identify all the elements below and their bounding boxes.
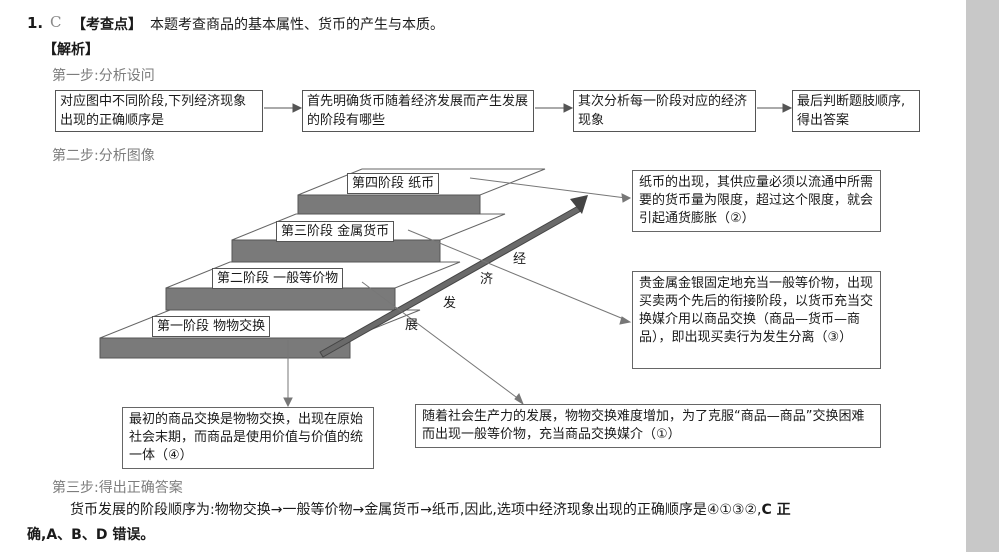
- arrow-char-ji: 济: [480, 272, 494, 287]
- keypoint-text: 本题考查商品的基本属性、货币的产生与本质。: [150, 17, 444, 33]
- arrow-char-jing: 经: [513, 252, 527, 267]
- conclusion-suffix: ,因此,选项中经济现象出现的正确顺序是④①③②,: [459, 502, 762, 518]
- vertical-scrollbar[interactable]: [966, 0, 999, 552]
- question-number: 1.: [27, 14, 44, 32]
- keypoint-label: 【考查点】: [72, 17, 142, 33]
- step3-title: 第三步:得出正确答案: [52, 480, 183, 496]
- seq-item-2: 一般等价物: [282, 502, 353, 518]
- economic-development-arrow: [319, 195, 588, 358]
- flow-arrows: [264, 103, 793, 113]
- stage-label-1: 第一阶段 物物交换: [152, 316, 271, 337]
- note-paper-currency: 纸币的出现，其供应量必须以流通中所需要的货币量为限度，超过这个限度，就会引起通货…: [632, 170, 881, 232]
- arrow-char-fa: 发: [443, 296, 457, 311]
- conclusion-bold-1: C 正: [761, 502, 791, 518]
- seq-item-4: 纸币: [431, 502, 460, 518]
- seq-arrow-1: →: [270, 502, 283, 518]
- seq-item-1: 物物交换: [214, 502, 271, 518]
- stage-label-2: 第二阶段 一般等价物: [212, 268, 344, 289]
- flow-box-1: 对应图中不同阶段,下列经济现象出现的正确顺序是: [55, 90, 263, 132]
- step2-title: 第二步:分析图像: [52, 148, 155, 164]
- note-general-equivalent: 随着社会生产力的发展，物物交换难度增加，为了克服“商品—商品”交换困难而出现一般…: [415, 404, 881, 448]
- note-barter: 最初的商品交换是物物交换，出现在原始社会末期，而商品是使用价值与价值的统一体（④…: [122, 407, 374, 469]
- stage-label-4: 第四阶段 纸币: [347, 173, 440, 194]
- flow-box-2: 首先明确货币随着经济发展而产生发展的阶段有哪些: [302, 90, 534, 132]
- seq-item-3: 金属货币: [364, 502, 421, 518]
- step1-title: 第一步:分析设问: [52, 68, 155, 84]
- conclusion-line-1: 货币发展的阶段顺序为:物物交换→一般等价物→金属货币→纸币,因此,选项中经济现象…: [70, 499, 791, 519]
- document-page: 1. C 【考查点】 本题考查商品的基本属性、货币的产生与本质。 【解析】 第一…: [27, 13, 920, 543]
- flow-box-3: 其次分析每一阶段对应的经济现象: [573, 90, 756, 132]
- flow-box-4: 最后判断题肢顺序,得出答案: [792, 90, 920, 132]
- question-answer: C: [50, 13, 62, 31]
- seq-arrow-3: →: [420, 502, 432, 518]
- stage-label-3: 第三阶段 金属货币: [276, 221, 395, 242]
- conclusion-prefix: 货币发展的阶段顺序为:: [70, 502, 215, 518]
- conclusion-line-2: 确,A、B、D 错误。: [27, 527, 155, 543]
- connector-lines: [283, 177, 632, 408]
- note-metal-currency: 贵金属金银固定地充当一般等价物，出现买卖两个先后的衔接阶段，以货币充当交换媒介用…: [632, 271, 881, 369]
- analysis-label: 【解析】: [43, 42, 99, 58]
- seq-arrow-2: →: [352, 502, 365, 518]
- arrow-char-zhan: 展: [405, 318, 419, 333]
